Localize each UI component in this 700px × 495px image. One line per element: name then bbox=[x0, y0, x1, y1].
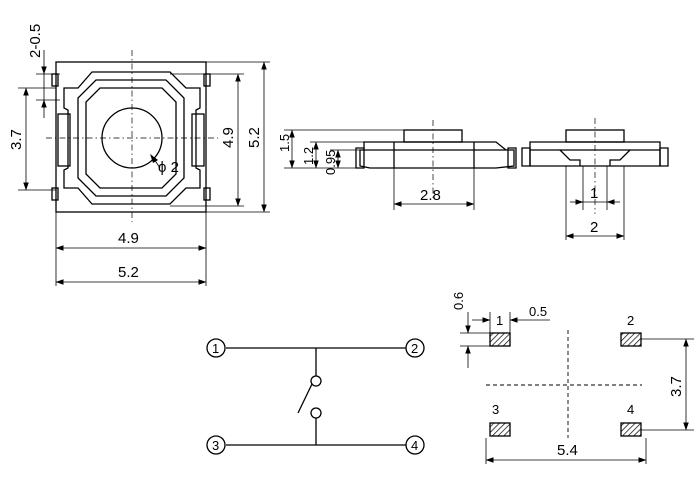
dim-base-height-label: 0.95 bbox=[323, 150, 338, 175]
top-view: 4.9 5.2 4.9 5.2 3.7 2-0.5 ϕ 2 bbox=[8, 24, 270, 286]
dim-pad-height-label: 0.6 bbox=[451, 292, 466, 310]
svg-text:1: 1 bbox=[212, 341, 219, 356]
dim-actuator-width-label: 2.8 bbox=[420, 187, 441, 204]
dim-pin-pitch-label: 3.7 bbox=[8, 129, 25, 150]
dim-width-outer-label: 5.2 bbox=[118, 264, 139, 281]
switch-inner-frame bbox=[77, 79, 185, 197]
terminal-tab-bottom-right bbox=[203, 187, 211, 201]
pad-4 bbox=[620, 422, 642, 437]
schematic: 1 2 3 4 bbox=[206, 338, 425, 455]
pad-label-1: 1 bbox=[496, 313, 503, 328]
switch-frame bbox=[63, 71, 201, 205]
dim-width-inner-label: 4.9 bbox=[118, 230, 139, 247]
pad-label-4: 4 bbox=[627, 402, 634, 417]
terminal-tab-bottom-left bbox=[51, 187, 59, 201]
dim-lead-width-label: 1 bbox=[590, 185, 598, 202]
dim-lead-span-label: 2 bbox=[590, 219, 598, 236]
dim-height-inner-label: 4.9 bbox=[220, 127, 237, 148]
dim-body-height-label: 1.2 bbox=[301, 147, 316, 165]
end-view: 1 2 bbox=[521, 118, 669, 240]
schematic-pin-2: 2 bbox=[405, 338, 425, 358]
svg-text:2: 2 bbox=[411, 341, 418, 356]
svg-text:3: 3 bbox=[212, 438, 219, 453]
schematic-pin-1: 1 bbox=[206, 338, 226, 358]
dim-height-outer-label: 5.2 bbox=[246, 127, 263, 148]
dim-pitch-y-label: 3.7 bbox=[668, 376, 685, 397]
dim-total-height-label: 1.5 bbox=[277, 134, 292, 152]
pcb-layout: 1 2 3 4 0.6 0.5 5.4 3.7 bbox=[451, 292, 694, 464]
dim-actuator-diameter-label: ϕ 2 bbox=[158, 159, 179, 176]
dim-pitch-x-label: 5.4 bbox=[557, 442, 578, 459]
pad-label-2: 2 bbox=[627, 313, 634, 328]
terminal-tab-top-left bbox=[51, 73, 59, 87]
schematic-pin-3: 3 bbox=[206, 435, 226, 455]
svg-text:4: 4 bbox=[411, 438, 418, 453]
dim-pad-width-label: 0.5 bbox=[529, 304, 547, 319]
pad-2 bbox=[620, 332, 642, 347]
terminal-tab-top-right bbox=[203, 73, 211, 87]
dim-terminal-width-label: 2-0.5 bbox=[27, 24, 44, 58]
pad-1 bbox=[489, 332, 511, 347]
side-view: 1.5 1.2 0.95 2.8 bbox=[277, 120, 517, 210]
pad-3 bbox=[489, 422, 511, 437]
switch-body-outline bbox=[55, 61, 207, 213]
schematic-pin-4: 4 bbox=[405, 435, 425, 455]
pad-label-3: 3 bbox=[492, 402, 499, 417]
